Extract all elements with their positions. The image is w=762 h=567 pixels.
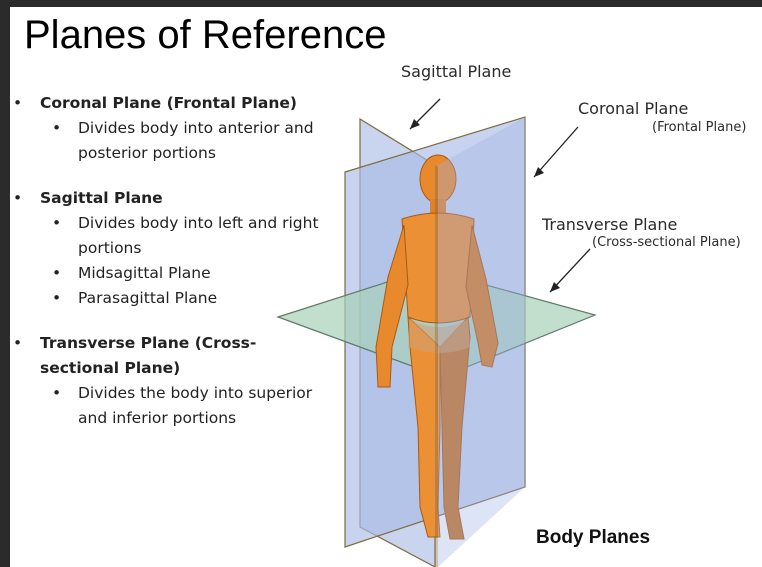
slide-title: Planes of Reference <box>24 13 387 57</box>
transverse-plane-label: Transverse Plane <box>542 215 678 234</box>
coronal-plane-label: Coronal Plane <box>578 99 689 118</box>
body-planes-diagram: Sagittal Plane Coronal Plane (Frontal Pl… <box>260 47 762 567</box>
coronal-plane-sublabel: (Frontal Plane) <box>652 120 747 135</box>
slide: Planes of Reference Coronal Plane (Front… <box>10 7 762 567</box>
bullet-list: Coronal Plane (Frontal Plane) Divides bo… <box>10 91 330 431</box>
sagittal-plane-label: Sagittal Plane <box>401 62 512 81</box>
bullet-transverse: Transverse Plane (Cross-sectional Plane) <box>10 331 330 381</box>
coronal-pointer <box>533 126 579 178</box>
transverse-plane-sublabel: (Cross-sectional Plane) <box>592 235 741 250</box>
bullet-sagittal: Sagittal Plane <box>10 186 330 211</box>
body-planes-illustration <box>276 98 597 567</box>
sub-bullet-sagittal-divides: Divides body into left and right portion… <box>10 211 330 261</box>
bullet-coronal: Coronal Plane (Frontal Plane) <box>10 91 330 116</box>
sub-bullet-transverse-divides: Divides the body into superior and infer… <box>10 381 330 431</box>
sub-bullet-parasagittal: Parasagittal Plane <box>10 286 330 311</box>
sub-bullet-midsagittal: Midsagittal Plane <box>10 261 330 286</box>
sub-bullet-coronal-divides: Divides body into anterior and posterior… <box>10 116 330 166</box>
diagram-caption: Body Planes <box>536 527 651 548</box>
human-figure <box>375 154 499 540</box>
